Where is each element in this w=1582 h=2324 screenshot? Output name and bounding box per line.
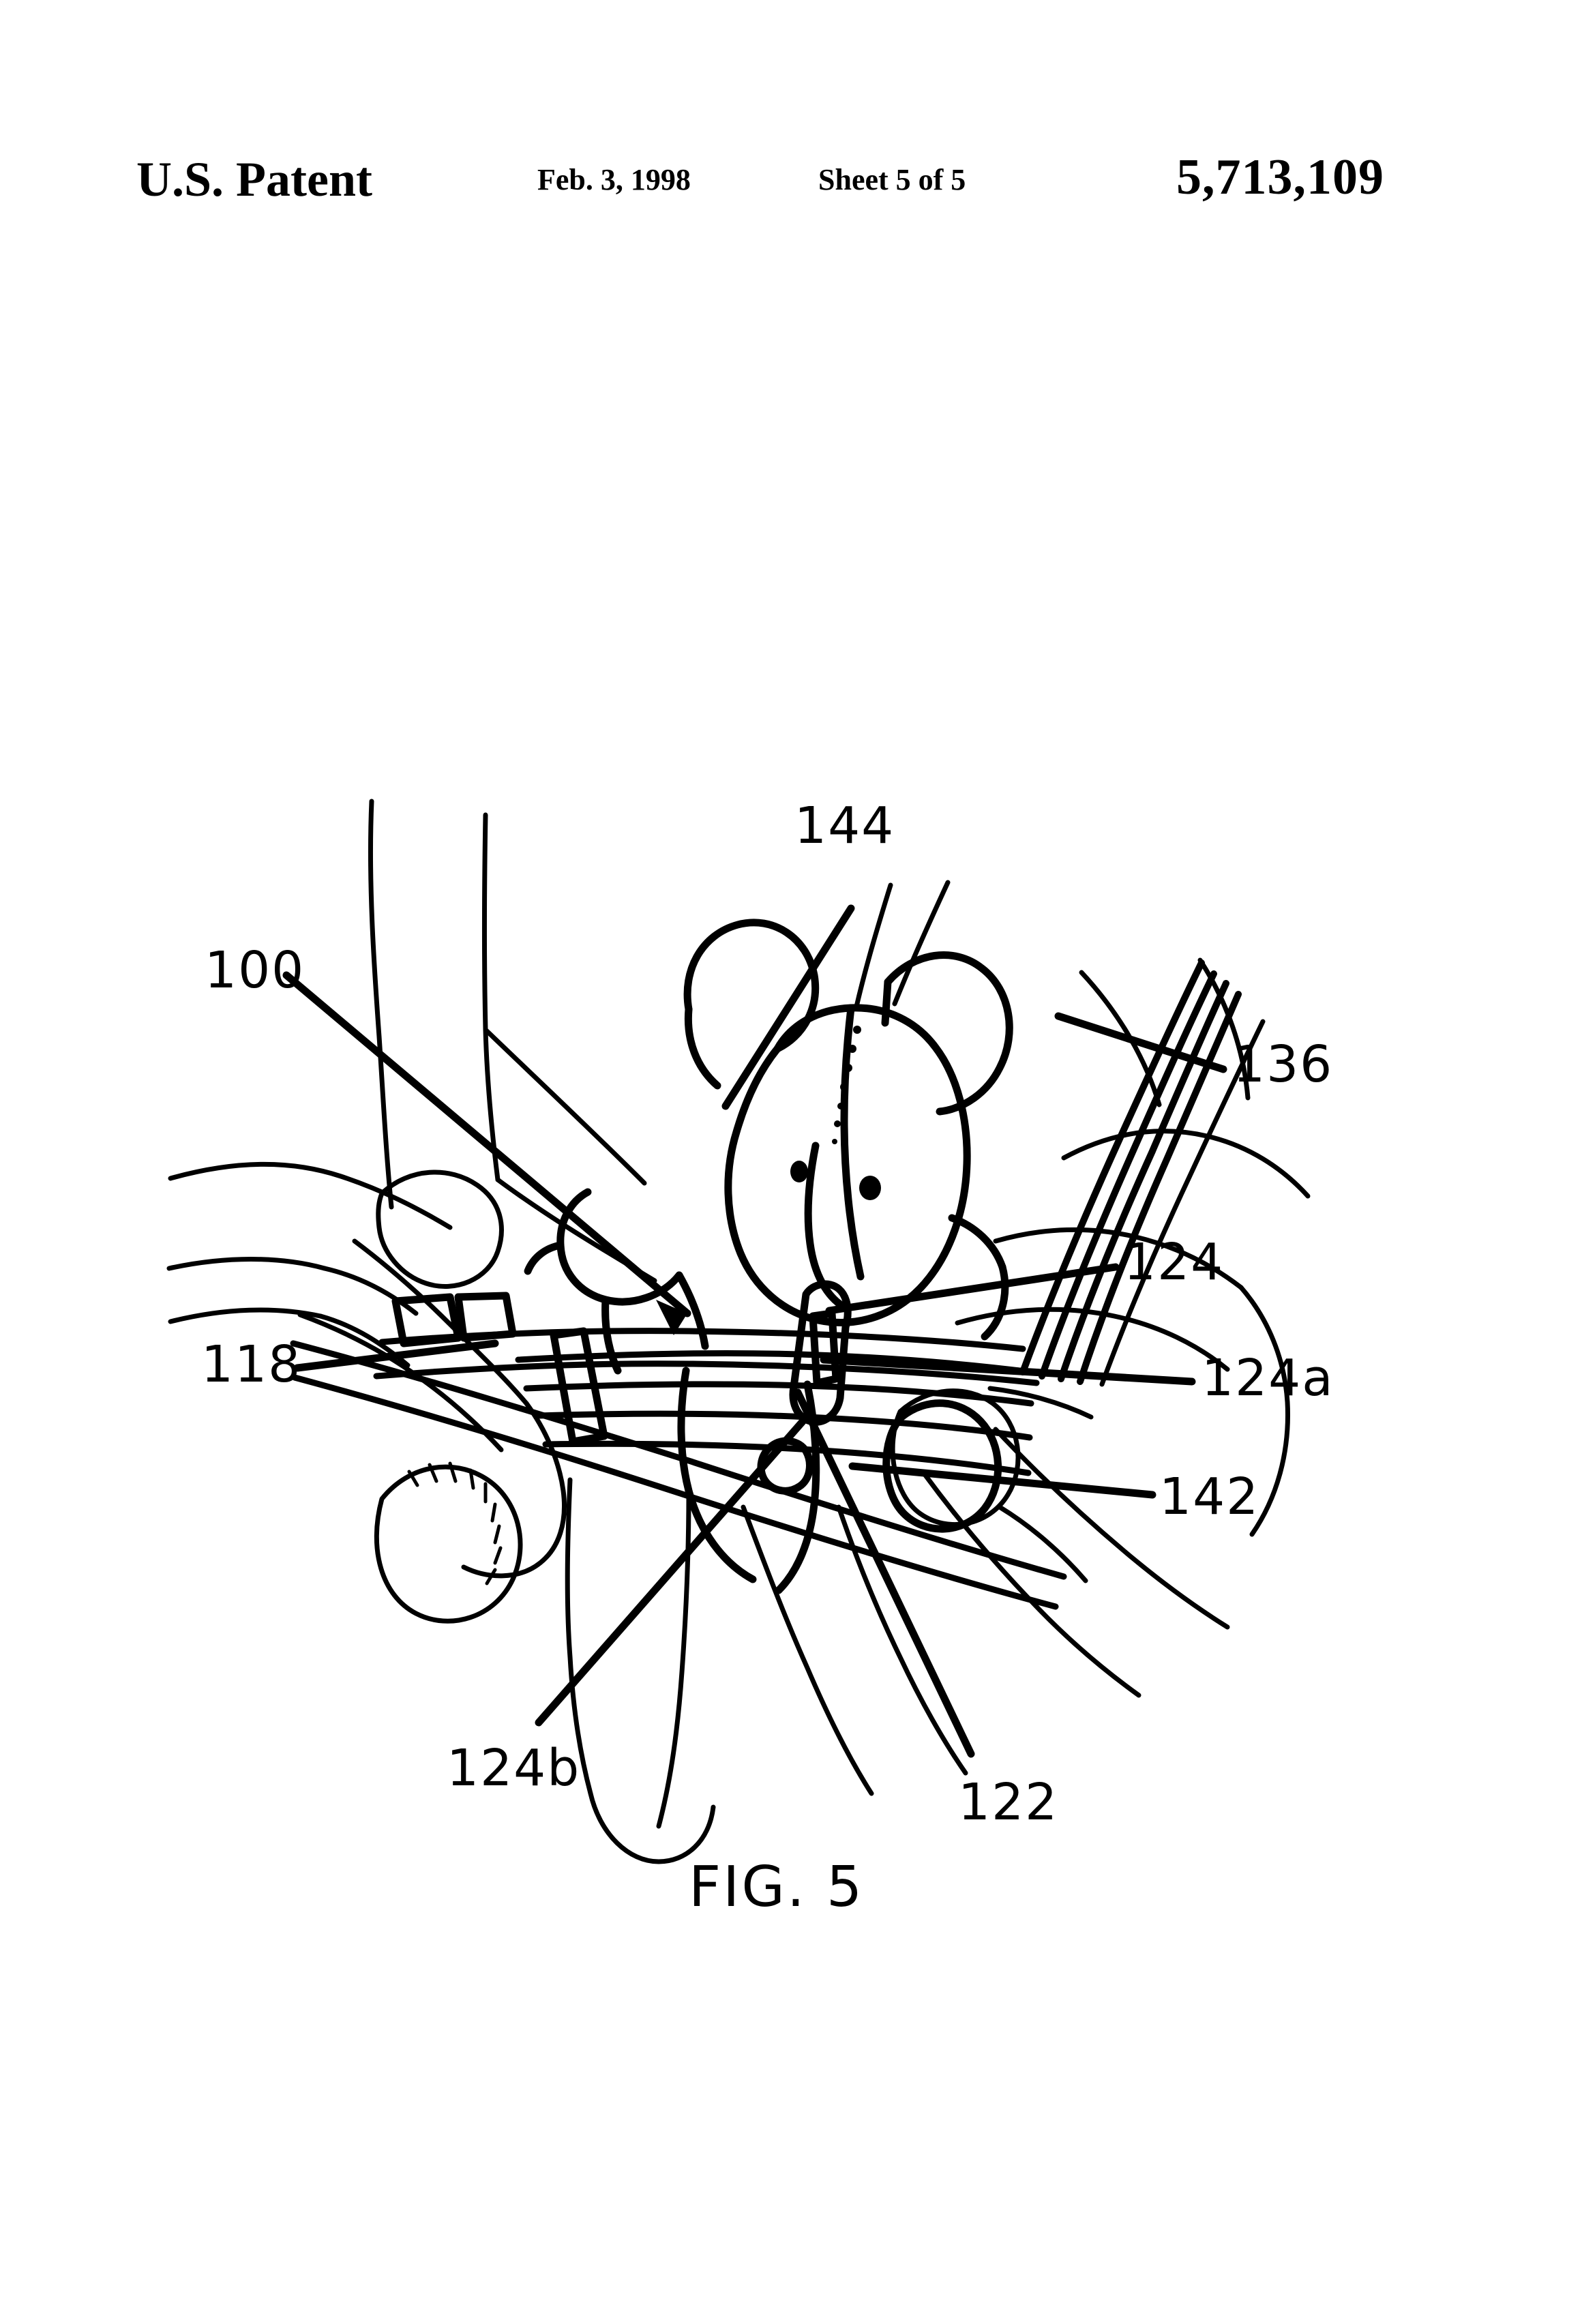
patent-issue-date: Feb. 3, 1998	[537, 163, 691, 196]
bear-left-eye	[790, 1161, 808, 1182]
head-seam-dots	[832, 1026, 861, 1144]
patent-number: 5,713,109	[1176, 149, 1384, 205]
reference-numeral-136: 136	[1233, 1035, 1334, 1094]
reference-numeral-100: 100	[205, 941, 305, 1000]
reference-numeral-142: 142	[1159, 1468, 1260, 1526]
reference-numeral-124b: 124b	[447, 1739, 581, 1798]
leader-arrowhead-100	[656, 1300, 687, 1335]
reference-numeral-144: 144	[794, 796, 895, 855]
patent-office-title: U.S. Patent	[136, 152, 372, 207]
buckle-assembly	[391, 1280, 1002, 1533]
leader-lines	[282, 904, 1227, 1758]
reference-numeral-124a: 124a	[1202, 1349, 1334, 1407]
teddy-bear-outline	[524, 919, 1013, 1594]
patent-figure: 144 100 136 124 118 124a 142 124b 122 FI…	[0, 225, 1582, 2324]
reference-numeral-124: 124	[1124, 1233, 1225, 1292]
reference-numeral-118: 118	[201, 1335, 302, 1394]
strap-bundle-136	[1019, 959, 1242, 1385]
figure-caption: FIG. 5	[689, 1855, 865, 1920]
figure-line-drawing	[166, 799, 1311, 1864]
patent-header: U.S. Patent Feb. 3, 1998 Sheet 5 of 5 5,…	[0, 0, 1582, 225]
sheet-number: Sheet 5 of 5	[818, 163, 966, 196]
reference-numeral-122: 122	[958, 1773, 1059, 1832]
bear-right-eye	[859, 1176, 881, 1200]
